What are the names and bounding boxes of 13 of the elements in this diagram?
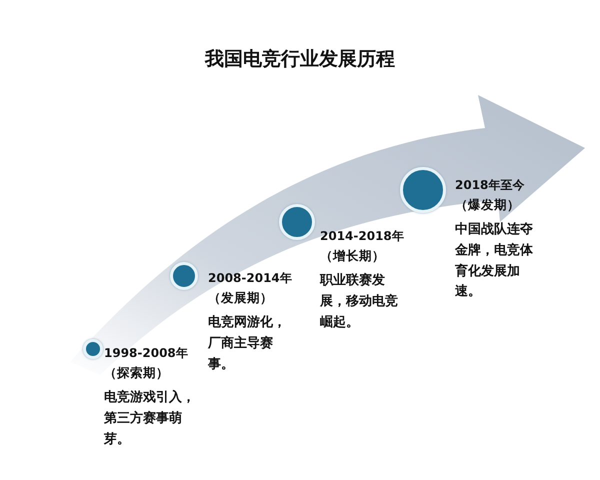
period-description: 职业联赛发展，移动电竞崛起。	[320, 272, 399, 332]
period-years: 2008-2014年	[208, 270, 293, 287]
period-years: 2018年至今	[455, 177, 526, 194]
period-name: （爆发期）	[455, 196, 521, 214]
period-years: 2014-2018年	[320, 228, 402, 245]
period-name: （发展期）	[208, 288, 274, 307]
diagram-title: 我国电竞行业发展历程	[204, 47, 396, 72]
period-years: 1998-2008年	[104, 345, 189, 362]
period-description: 电竞网游化，厂商主导赛事。	[208, 314, 287, 374]
period-description: 中国战队连夺金牌，电竞体育化发展加速。	[455, 220, 534, 302]
period-description: 电竞游戏引入，第三方赛事萌芽。	[104, 388, 196, 449]
period-name: （增长期）	[320, 246, 386, 265]
period-name: （探索期）	[104, 364, 170, 382]
